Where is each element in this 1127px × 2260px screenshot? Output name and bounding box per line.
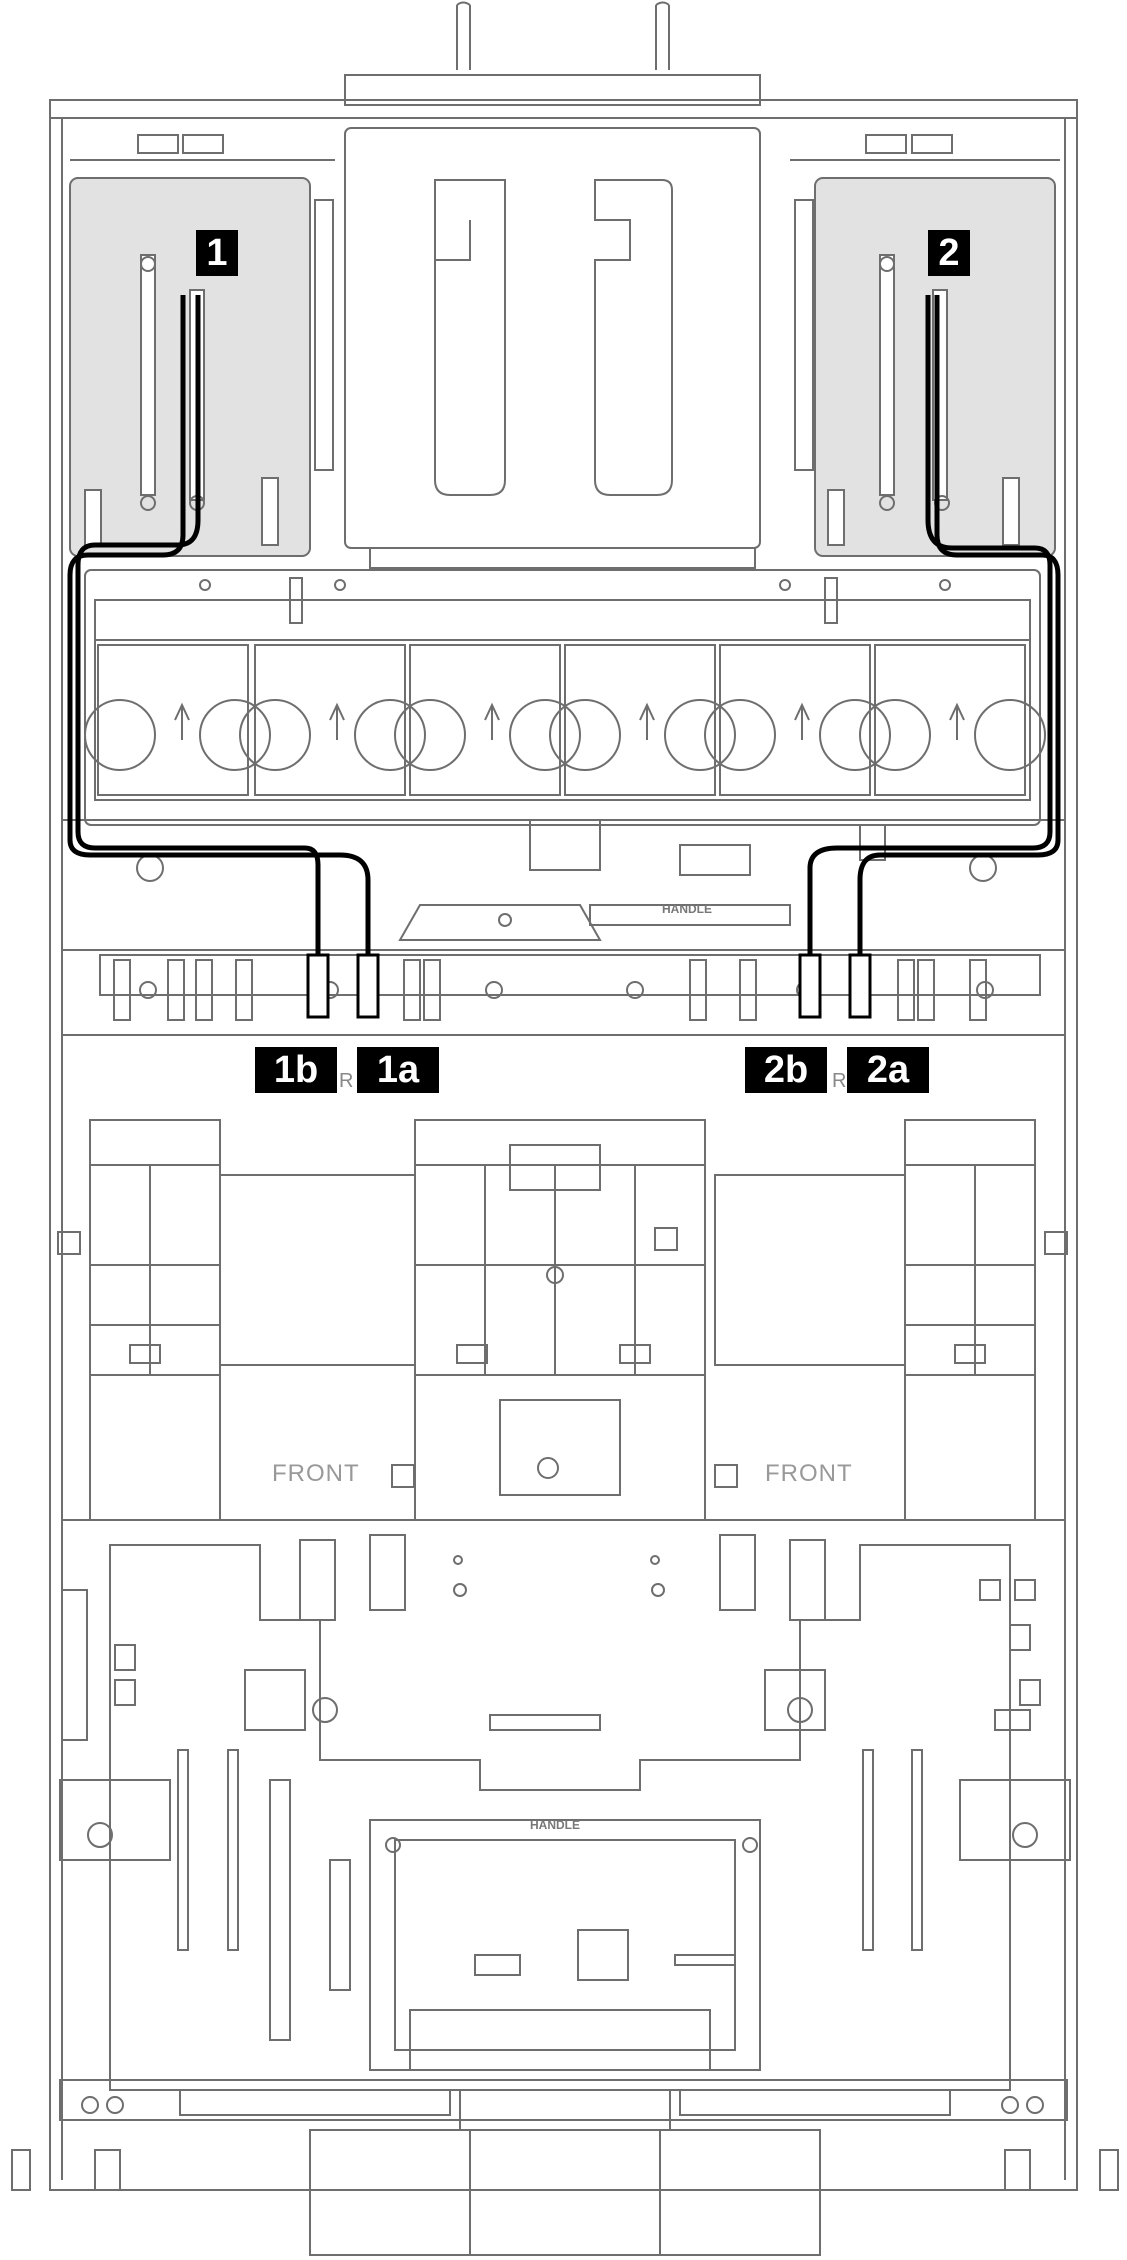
callout-1b: 1b xyxy=(255,1047,337,1093)
fan-modules xyxy=(84,644,1046,796)
callout-1a: 1a xyxy=(357,1047,439,1093)
center-air-baffle xyxy=(344,127,761,549)
callout-2a: 2a xyxy=(847,1047,929,1093)
r-label-right: R xyxy=(832,1070,847,1092)
backplane-connectors xyxy=(113,959,987,1021)
top-handle-right xyxy=(655,1,670,70)
cable-riser1-1b xyxy=(75,295,321,955)
chassis-outline xyxy=(49,99,1078,2191)
rear-panel xyxy=(11,2079,1119,2256)
callout-1: 1 xyxy=(196,230,238,276)
system-board xyxy=(59,1534,1071,2091)
fan-cage xyxy=(84,569,1041,826)
cable-riser2-2a xyxy=(857,295,1061,955)
riser-cables xyxy=(67,295,1061,955)
cable-riser2-2b xyxy=(807,295,1053,955)
callout-2: 2 xyxy=(928,230,970,276)
cable-riser1-1a xyxy=(67,295,371,955)
cable-connectors xyxy=(306,953,872,1019)
riser-1-outline xyxy=(69,177,311,557)
handle-label-top: HANDLE xyxy=(662,902,712,916)
callout-2b: 2b xyxy=(745,1047,827,1093)
handle-label-bottom: HANDLE xyxy=(530,1818,580,1832)
top-handle-left xyxy=(456,1,471,70)
front-label-left: FRONT xyxy=(272,1460,360,1487)
r-label-left: R xyxy=(339,1070,354,1092)
heat-sinks xyxy=(57,1119,1068,1521)
front-label-right: FRONT xyxy=(765,1460,853,1487)
